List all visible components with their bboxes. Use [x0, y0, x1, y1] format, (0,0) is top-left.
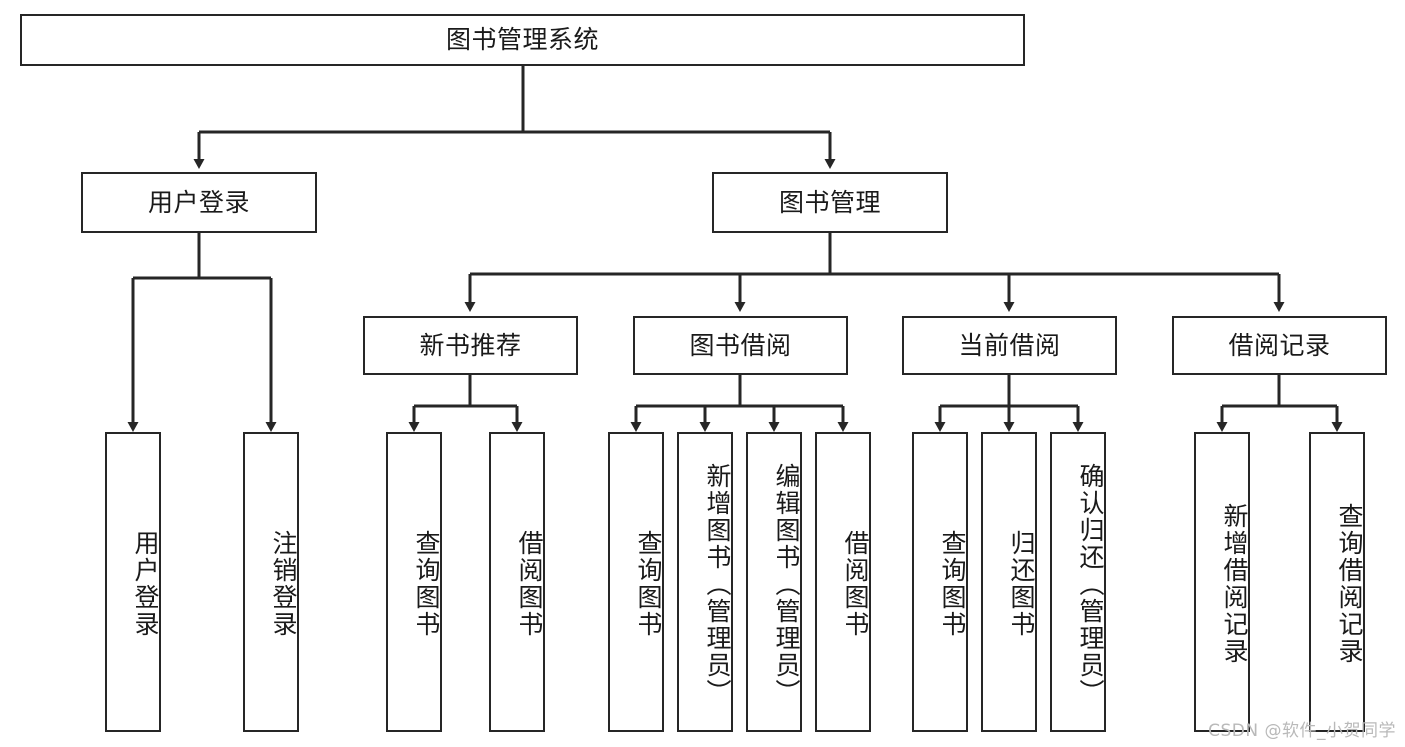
watermark-text: CSDN @软件_小贺同学: [1208, 721, 1396, 741]
node-label: 查询借阅记录: [1335, 503, 1364, 665]
node-label: 图书借阅: [689, 330, 792, 360]
node-label: 确认归还（管理员）: [1076, 462, 1105, 706]
node-label: 查询图书: [412, 530, 441, 638]
node-leaf-confirm-return-admin[interactable]: 确认归还（管理员）: [1050, 432, 1106, 732]
node-label: 新增图书（管理员）: [703, 462, 732, 706]
node-label: 借阅图书: [515, 530, 544, 638]
node-leaf-add-borrow-record[interactable]: 新增借阅记录: [1194, 432, 1250, 732]
node-label: 当前借阅: [958, 330, 1061, 360]
node-label: 用户登录: [147, 187, 250, 217]
node-leaf-query-book-recommend[interactable]: 查询图书: [386, 432, 442, 732]
node-label: 图书管理: [778, 187, 881, 217]
node-leaf-query-book-borrow[interactable]: 查询图书: [608, 432, 664, 732]
node-book-management[interactable]: 图书管理: [712, 172, 948, 233]
node-label: 图书管理系统: [445, 25, 599, 55]
node-borrow-record[interactable]: 借阅记录: [1172, 316, 1387, 375]
node-book-borrow[interactable]: 图书借阅: [633, 316, 848, 375]
node-label: 归还图书: [1007, 530, 1036, 638]
node-label: 查询图书: [634, 530, 663, 638]
node-label: 编辑图书（管理员）: [772, 462, 801, 706]
node-leaf-borrow-book-recommend[interactable]: 借阅图书: [489, 432, 545, 732]
node-leaf-query-borrow-record[interactable]: 查询借阅记录: [1309, 432, 1365, 732]
node-label: 借阅记录: [1228, 330, 1331, 360]
node-label: 查询图书: [938, 530, 967, 638]
node-current-borrow[interactable]: 当前借阅: [902, 316, 1117, 375]
node-label: 借阅图书: [841, 530, 870, 638]
node-leaf-query-book-current[interactable]: 查询图书: [912, 432, 968, 732]
node-leaf-user-login[interactable]: 用户登录: [105, 432, 161, 732]
node-label: 注销登录: [269, 530, 298, 638]
node-leaf-edit-book-admin[interactable]: 编辑图书（管理员）: [746, 432, 802, 732]
node-leaf-logout-login[interactable]: 注销登录: [243, 432, 299, 732]
node-root-book-management-system[interactable]: 图书管理系统: [20, 14, 1025, 66]
node-label: 用户登录: [131, 530, 160, 638]
node-label: 新增借阅记录: [1220, 503, 1249, 665]
node-leaf-add-book-admin[interactable]: 新增图书（管理员）: [677, 432, 733, 732]
node-user-login[interactable]: 用户登录: [81, 172, 317, 233]
node-leaf-return-book[interactable]: 归还图书: [981, 432, 1037, 732]
node-leaf-borrow-book[interactable]: 借阅图书: [815, 432, 871, 732]
node-new-book-recommend[interactable]: 新书推荐: [363, 316, 578, 375]
node-label: 新书推荐: [419, 330, 522, 360]
